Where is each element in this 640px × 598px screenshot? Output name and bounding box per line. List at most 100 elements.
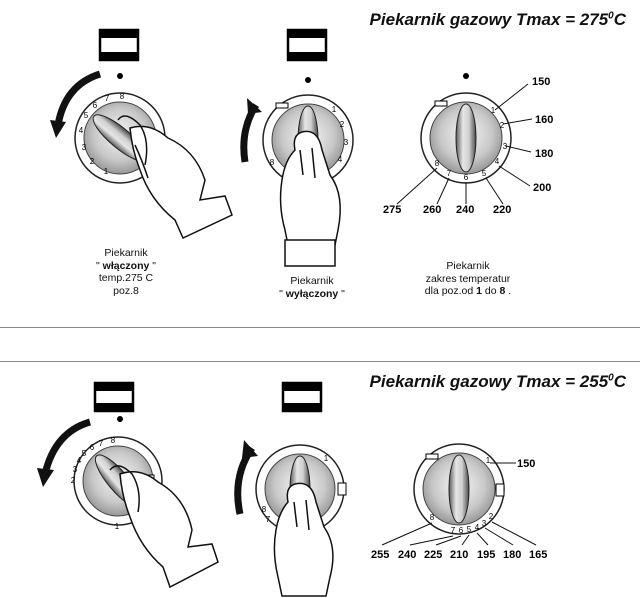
flame-icon <box>495 483 505 497</box>
svg-text:4: 4 <box>77 456 82 465</box>
svg-text:5: 5 <box>84 111 89 120</box>
flame-icon <box>337 482 347 496</box>
temp-labels: 150 160 180 200 220 240 260 275 <box>383 76 553 216</box>
section-title: Piekarnik gazowy Tmax = 2550C <box>370 372 626 392</box>
svg-text:275: 275 <box>383 204 401 216</box>
section-title: Piekarnik gazowy Tmax = 2750C <box>370 10 626 30</box>
svg-text:7: 7 <box>105 94 110 103</box>
svg-text:3: 3 <box>82 143 87 152</box>
svg-text:8: 8 <box>435 159 440 168</box>
flame-icon <box>434 100 448 107</box>
window-icon <box>281 381 323 413</box>
section-tmax-255: Piekarnik gazowy Tmax = 2550C <box>0 361 640 598</box>
hand-icon <box>279 130 341 267</box>
leader-lines <box>381 462 537 546</box>
svg-text:255: 255 <box>371 549 389 561</box>
hand-icon <box>109 465 219 589</box>
svg-text:8: 8 <box>430 513 435 522</box>
svg-text:165: 165 <box>529 549 547 561</box>
svg-text:260: 260 <box>423 204 441 216</box>
title-degree: 0 <box>608 10 614 22</box>
window-icon <box>286 28 328 62</box>
dot-marker-icon <box>117 416 123 422</box>
caption-on: Piekarnik " włączony " temp.275 C poz.8 <box>96 247 156 297</box>
svg-text:5: 5 <box>82 449 87 458</box>
section-tmax-275: Piekarnik gazowy Tmax = 2750C <box>0 10 640 328</box>
svg-text:3: 3 <box>482 519 487 528</box>
svg-text:7: 7 <box>451 526 456 535</box>
svg-text:4: 4 <box>495 157 500 166</box>
svg-text:2: 2 <box>340 120 345 129</box>
svg-text:6: 6 <box>464 173 469 182</box>
svg-text:2: 2 <box>489 512 494 521</box>
svg-text:1: 1 <box>486 456 491 465</box>
svg-text:1: 1 <box>332 105 337 114</box>
rotate-arrow-icon <box>247 98 262 114</box>
svg-text:7: 7 <box>99 439 104 448</box>
svg-text:8: 8 <box>270 158 275 167</box>
svg-text:3: 3 <box>503 142 508 151</box>
svg-text:6: 6 <box>459 526 464 535</box>
knob-range: 1 2 3 4 5 6 7 8 <box>420 92 512 184</box>
svg-text:7: 7 <box>447 169 452 178</box>
svg-text:8: 8 <box>262 505 267 514</box>
dot-marker-icon <box>305 77 311 83</box>
rotate-arrow-icon <box>41 418 92 475</box>
window-icon <box>98 28 140 62</box>
flame-icon <box>425 453 439 460</box>
leader-lines <box>396 83 533 205</box>
rotate-arrow-icon <box>242 440 258 458</box>
hand-icon <box>273 482 334 597</box>
title-unit: C <box>613 372 626 391</box>
flame-icon <box>275 102 289 109</box>
svg-text:2: 2 <box>500 121 505 130</box>
svg-text:8: 8 <box>111 436 116 445</box>
svg-text:4: 4 <box>79 126 84 135</box>
svg-text:4: 4 <box>338 155 343 164</box>
section2-illustration: 8 7 6 5 4 3 2 1 8 7 1 <box>37 381 547 597</box>
svg-text:2: 2 <box>90 157 95 166</box>
svg-text:3: 3 <box>344 138 349 147</box>
rotate-arrow-icon <box>54 70 102 126</box>
caption-off: Piekarnik " wyłączony " <box>279 275 345 300</box>
svg-text:240: 240 <box>398 549 416 561</box>
section1-illustration: 8 7 6 5 4 3 2 1 1 2 <box>50 28 553 267</box>
svg-text:5: 5 <box>467 525 472 534</box>
svg-text:7: 7 <box>266 515 271 524</box>
svg-text:4: 4 <box>475 523 480 532</box>
svg-text:1: 1 <box>491 106 496 115</box>
title-text: Piekarnik gazowy Tmax = 275 <box>369 10 609 29</box>
dot-marker-icon <box>463 73 469 79</box>
svg-text:240: 240 <box>456 204 474 216</box>
svg-text:200: 200 <box>533 182 551 194</box>
rotate-arrow-icon <box>50 120 66 138</box>
svg-text:5: 5 <box>482 169 487 178</box>
svg-text:3: 3 <box>73 465 78 474</box>
window-icon <box>93 381 135 413</box>
svg-text:1: 1 <box>104 167 109 176</box>
svg-text:210: 210 <box>450 549 468 561</box>
knob-range: 1 2 3 4 5 6 7 8 <box>413 443 505 535</box>
caption-range: Piekarnik zakres temperatur dla poz.od 1… <box>424 260 512 297</box>
svg-text:1: 1 <box>324 454 329 463</box>
rotate-arrow-icon <box>37 468 54 487</box>
svg-text:180: 180 <box>535 148 553 160</box>
svg-text:220: 220 <box>493 204 511 216</box>
dot-marker-icon <box>117 73 123 79</box>
title-degree: 0 <box>608 372 614 384</box>
title-unit: C <box>613 10 626 29</box>
title-text: Piekarnik gazowy Tmax = 255 <box>369 372 609 391</box>
svg-text:195: 195 <box>477 549 495 561</box>
svg-text:180: 180 <box>503 549 521 561</box>
svg-text:150: 150 <box>517 458 535 470</box>
svg-text:6: 6 <box>93 101 98 110</box>
svg-text:8: 8 <box>120 92 125 101</box>
hand-icon <box>117 115 233 240</box>
svg-text:160: 160 <box>535 114 553 126</box>
rotate-arrow-icon <box>234 446 255 515</box>
svg-text:2: 2 <box>71 476 76 485</box>
svg-text:150: 150 <box>532 76 550 88</box>
svg-text:1: 1 <box>115 522 120 531</box>
svg-text:6: 6 <box>90 443 95 452</box>
svg-text:225: 225 <box>424 549 442 561</box>
